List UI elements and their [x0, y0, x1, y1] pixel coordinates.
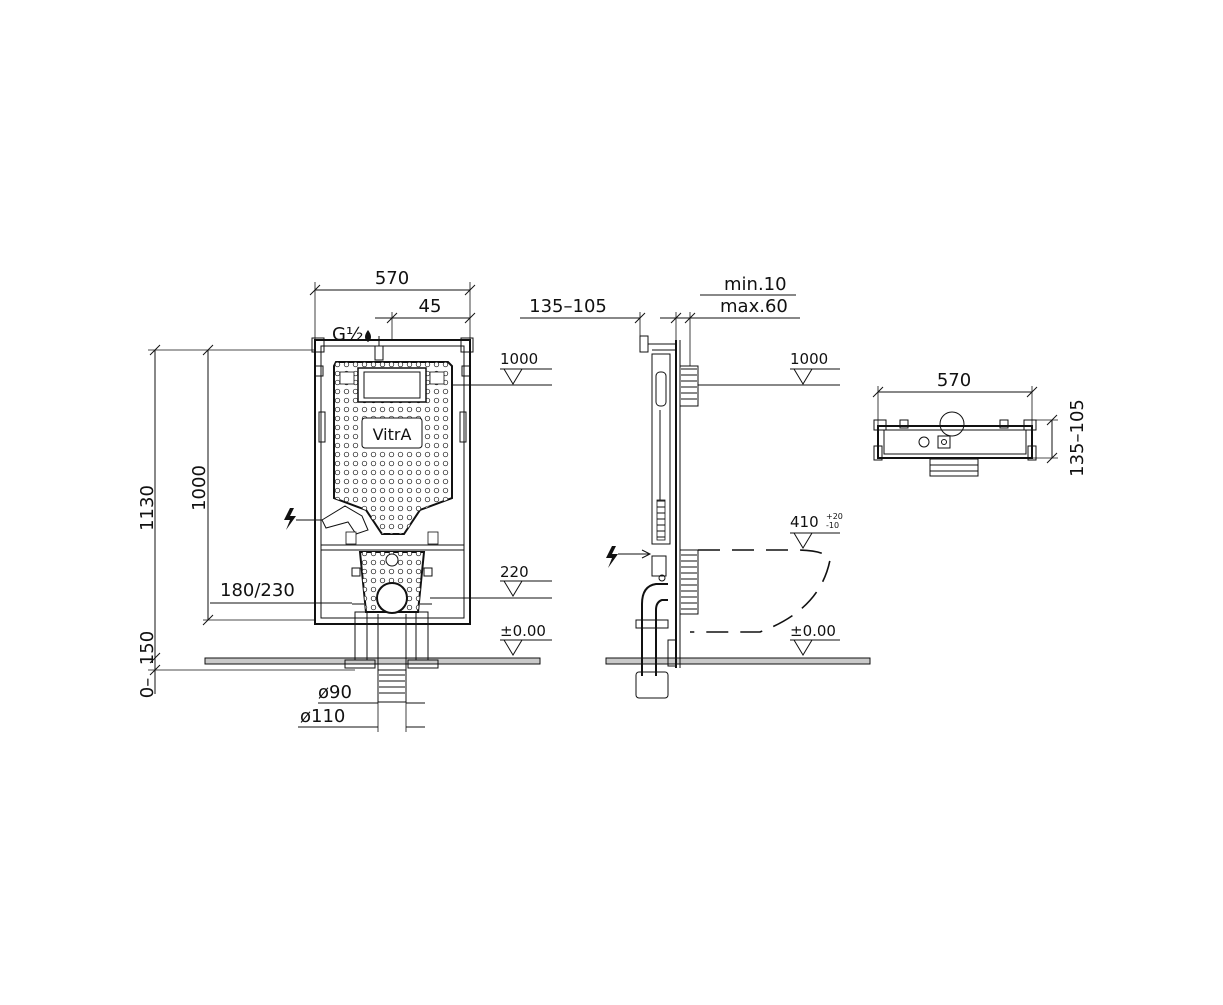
vitra-logo: VitrA: [373, 425, 412, 444]
side-view: 135–105 min.10 max.60 1000 410 +20 -10 ±…: [520, 274, 871, 699]
level-triangle-icon: [503, 580, 523, 597]
logo-plate: [361, 417, 423, 449]
top-frame: [877, 425, 1033, 459]
foot-adjust-label: 150: [137, 631, 158, 665]
front-level-220: 220: [430, 563, 552, 599]
electric-conduit: [321, 505, 369, 535]
level-triangle-icon: [503, 639, 523, 656]
floor-range-label: 0–: [137, 678, 158, 698]
drain-assembly: [345, 531, 439, 614]
top-depth-label: 135–105: [1067, 399, 1088, 477]
inlet-offset-label: 45: [419, 296, 442, 317]
water-drop-icon: [365, 330, 371, 342]
svg-text:±0.00: ±0.00: [790, 622, 836, 640]
total-height-label: 1130: [137, 485, 158, 531]
svg-text:410: 410: [790, 513, 819, 531]
side-depth-label: 135–105: [529, 296, 607, 317]
side-floor: [605, 657, 871, 665]
side-bowl-outline: [690, 549, 831, 633]
level-triangle-icon: [793, 639, 813, 656]
front-level-zero: ±0.00: [500, 622, 552, 656]
svg-text:±0.00: ±0.00: [500, 622, 546, 640]
svg-text:1000: 1000: [500, 350, 538, 368]
electric-flash-icon: [284, 508, 296, 530]
pipe-d90-label: ø90: [318, 682, 352, 703]
level-triangle-icon: [503, 368, 523, 385]
level-triangle-icon: [793, 532, 813, 549]
svg-text:-10: -10: [826, 521, 839, 530]
cistern: VitrA: [333, 336, 453, 535]
electric-flash-icon: [606, 546, 618, 568]
top-width-label: 570: [937, 370, 971, 391]
side-cistern: [651, 353, 671, 545]
front-view: VitrA: [137, 268, 552, 732]
side-min-label: min.10: [724, 274, 787, 295]
level-triangle-icon: [793, 368, 813, 385]
side-drain-bend: [641, 583, 668, 676]
drain-height-label: 180/230: [220, 580, 295, 601]
pipe-d110-label: ø110: [300, 706, 345, 727]
top-view: 570 135–105: [872, 370, 1088, 477]
svg-text:1000: 1000: [790, 350, 828, 368]
front-level-1000: 1000: [452, 350, 552, 386]
svg-text:+20: +20: [826, 512, 843, 521]
side-level-zero: ±0.00: [790, 622, 840, 656]
side-max-label: max.60: [720, 296, 788, 317]
frame-height-label: 1000: [189, 465, 210, 511]
inlet-thread-label: G½: [332, 324, 363, 345]
front-width-label: 570: [375, 268, 409, 289]
front-floor: [204, 657, 541, 665]
front-legs: [344, 611, 439, 703]
side-level-410: 410 +20 -10: [790, 512, 843, 549]
front-frame: [311, 337, 474, 625]
side-level-1000: 1000: [698, 350, 840, 386]
svg-text:220: 220: [500, 563, 529, 581]
flush-plate-opening: [357, 367, 427, 403]
